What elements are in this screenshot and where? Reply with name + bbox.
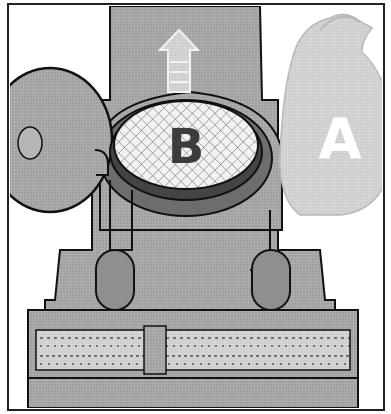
slot-right — [252, 250, 290, 310]
brush-bar-divider — [144, 326, 166, 374]
slot-left — [96, 250, 134, 310]
label-b: B — [168, 119, 205, 175]
brush-base — [28, 378, 358, 408]
label-a: A — [318, 108, 362, 173]
open-lid — [0, 68, 112, 212]
